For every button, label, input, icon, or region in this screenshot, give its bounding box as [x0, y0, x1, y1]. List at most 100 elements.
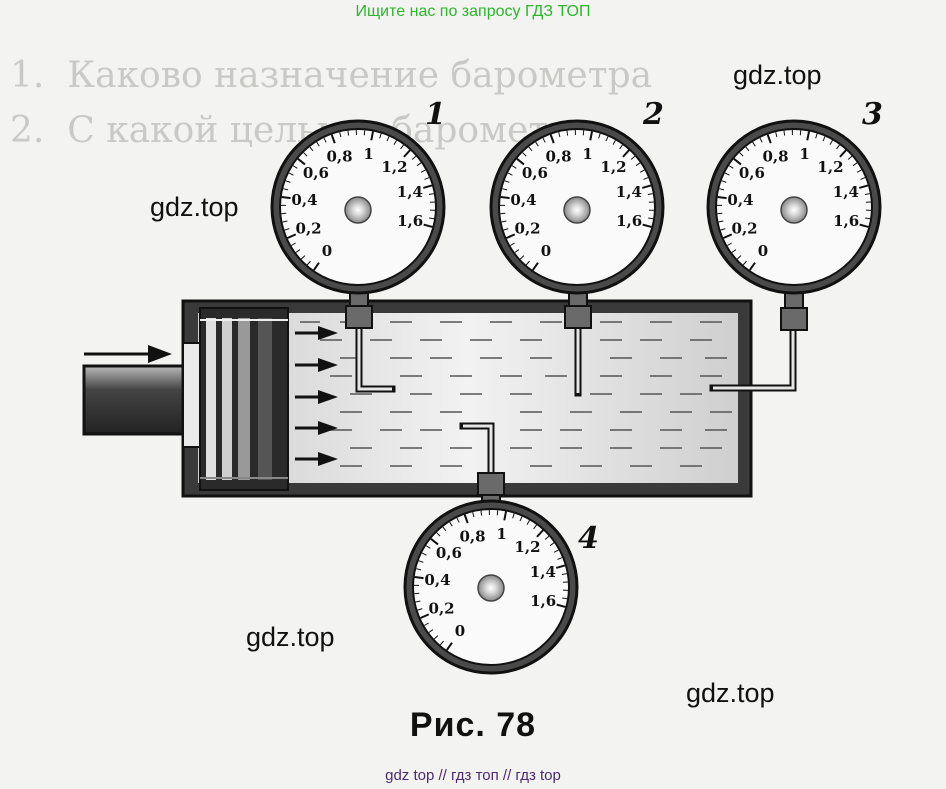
top-banner[interactable]: Ищите нас по запросу ГДЗ ТОП: [355, 3, 591, 20]
dial-tick: [403, 149, 411, 158]
dial-label: 0,8: [762, 147, 788, 165]
dial-label: 1,4: [530, 563, 556, 581]
dial-label: 1,2: [817, 158, 843, 176]
dial-tick: [309, 146, 314, 152]
gauge-number-1: 1: [425, 97, 446, 132]
piston: [199, 307, 289, 491]
dial-label: 0,8: [459, 527, 485, 545]
dial-tick: [542, 137, 546, 143]
dial-tick: [736, 255, 742, 260]
dial-tick: [648, 217, 654, 220]
dial-tick: [724, 172, 730, 176]
dial-tick: [723, 233, 733, 239]
dial-tick: [285, 180, 291, 183]
dial-label: 0,4: [424, 571, 450, 589]
dial-tick: [733, 158, 742, 166]
dial-tick: [619, 144, 623, 150]
gauge-number-3: 3: [862, 97, 883, 132]
dial-label: 1,6: [530, 592, 556, 610]
gauge-number-4: 4: [578, 521, 599, 556]
dial-tick: [456, 517, 460, 523]
dial-label: 0,6: [436, 544, 462, 562]
dial-tick: [719, 188, 725, 191]
dial-tick: [291, 242, 296, 246]
dial-tick: [428, 193, 434, 195]
footer-links[interactable]: gdz top // гдз топ // гдз top: [385, 767, 561, 784]
dial-label: 0,8: [326, 147, 352, 165]
dial-tick: [556, 564, 566, 569]
dial-tick: [472, 512, 475, 518]
dial-tick: [742, 260, 747, 266]
dial-tick: [643, 177, 649, 180]
dial-tick: [323, 137, 327, 143]
dial-tick: [533, 524, 537, 530]
dial-tick: [739, 152, 744, 157]
dial-label: 0,2: [296, 220, 322, 238]
gauge-connectors: [345, 289, 808, 510]
dial-tick: [519, 255, 525, 260]
dial-tick: [313, 262, 320, 271]
dial-label: 0,4: [510, 191, 536, 209]
dial-tick: [504, 180, 510, 183]
dial-label: 0,6: [739, 164, 765, 182]
dial-tick: [749, 262, 756, 271]
dial-label: 1: [363, 145, 373, 163]
dial-label: 1: [496, 525, 506, 543]
dial-tick: [865, 217, 871, 220]
dial-tick: [544, 535, 550, 540]
dial-tick: [526, 520, 530, 525]
dial-tick: [752, 141, 756, 147]
dial-tick: [598, 133, 601, 139]
dial-tick: [506, 233, 516, 239]
dial-tick: [297, 158, 306, 166]
dial-tick: [418, 560, 424, 563]
dial-tick: [720, 228, 726, 231]
dial-label: 0,8: [545, 147, 571, 165]
dial-tick: [339, 132, 342, 138]
dial-tick: [430, 538, 439, 546]
dial-tick: [287, 233, 297, 239]
dial-tick: [612, 140, 616, 145]
force-arrows: [295, 326, 338, 466]
dial-label: 1,2: [514, 538, 540, 556]
dial-tick: [829, 140, 833, 145]
dial-tick: [306, 260, 311, 266]
dial-tick: [442, 526, 447, 532]
water-lines: [300, 321, 732, 467]
dial-tick: [783, 130, 786, 136]
dial-tick: [446, 642, 453, 651]
dial-tick: [561, 573, 567, 575]
push-arrow: [84, 345, 172, 363]
dial-label: 1,6: [616, 212, 642, 230]
background-ghost-text: 1. Каково назначение барометра: [10, 55, 653, 96]
dial-tick: [642, 223, 652, 228]
dial-tick: [549, 134, 555, 144]
dial-tick: [605, 136, 609, 142]
dial-tick: [731, 249, 737, 253]
dial-tick: [393, 140, 397, 145]
dial-tick: [503, 228, 509, 231]
dial-tick: [775, 132, 778, 138]
dial-tick: [463, 514, 469, 524]
dial-tick: [639, 169, 645, 173]
dial-tick: [525, 260, 530, 266]
dial-label: 0,2: [429, 600, 455, 618]
dial-tick: [281, 195, 291, 200]
dial-tick: [721, 180, 727, 183]
dial-tick: [416, 162, 422, 167]
dial-tick: [411, 155, 417, 160]
dial-label: 0: [322, 242, 332, 260]
dial-tick: [429, 217, 435, 220]
dial-tick: [425, 545, 431, 549]
watermark: gdz.top: [733, 60, 822, 90]
dial-tick: [566, 130, 569, 136]
dial-tick: [416, 568, 422, 571]
dial-label: 0,6: [303, 164, 329, 182]
dial-tick: [516, 158, 525, 166]
dial-label: 1: [799, 145, 809, 163]
